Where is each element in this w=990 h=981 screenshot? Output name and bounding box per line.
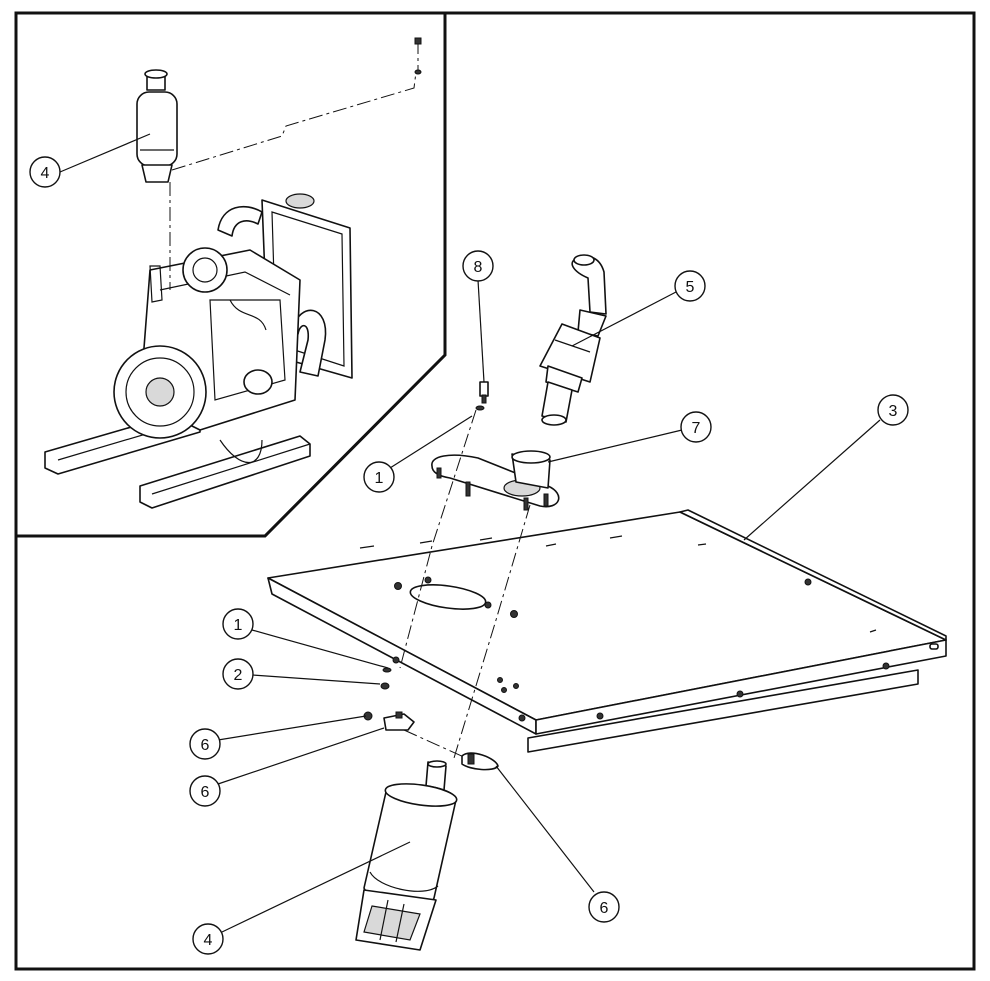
mounting-plate <box>267 509 947 753</box>
callout-label: 1 <box>375 470 384 487</box>
muffler <box>355 760 458 951</box>
bolt <box>475 381 489 411</box>
callout-label: 6 <box>600 900 609 917</box>
callout-3: 3 <box>877 394 909 426</box>
callout-1-bottom: 1 <box>222 608 254 640</box>
callout-label: 1 <box>234 617 243 634</box>
callout-label: 8 <box>474 259 483 276</box>
callout-6-b: 6 <box>189 775 221 807</box>
callout-5: 5 <box>674 270 706 302</box>
exhaust-pipe <box>539 254 607 426</box>
clamp-hardware <box>363 667 499 771</box>
callout-label: 5 <box>686 279 695 296</box>
callout-label: 6 <box>201 737 210 754</box>
callout-6-c: 6 <box>588 891 620 923</box>
callout-label: 4 <box>204 932 213 949</box>
callout-8: 8 <box>462 250 494 282</box>
callout-2: 2 <box>222 658 254 690</box>
leader-lines <box>59 133 881 933</box>
callout-label: 6 <box>201 784 210 801</box>
callout-6-a: 6 <box>189 728 221 760</box>
callout-label: 3 <box>889 403 898 420</box>
callout-4-inset: 4 <box>29 156 61 188</box>
callout-label: 4 <box>41 165 50 182</box>
engine-assembly <box>44 193 353 509</box>
callout-label: 7 <box>692 420 701 437</box>
inset-muffler <box>136 69 178 183</box>
callout-7: 7 <box>680 411 712 443</box>
callout-1-top: 1 <box>363 461 395 493</box>
exhaust-flange-plate <box>431 450 560 511</box>
outer-frame <box>14 11 976 971</box>
inset-frame <box>16 11 447 538</box>
callout-label: 2 <box>234 667 243 684</box>
callout-4-main: 4 <box>192 923 224 955</box>
